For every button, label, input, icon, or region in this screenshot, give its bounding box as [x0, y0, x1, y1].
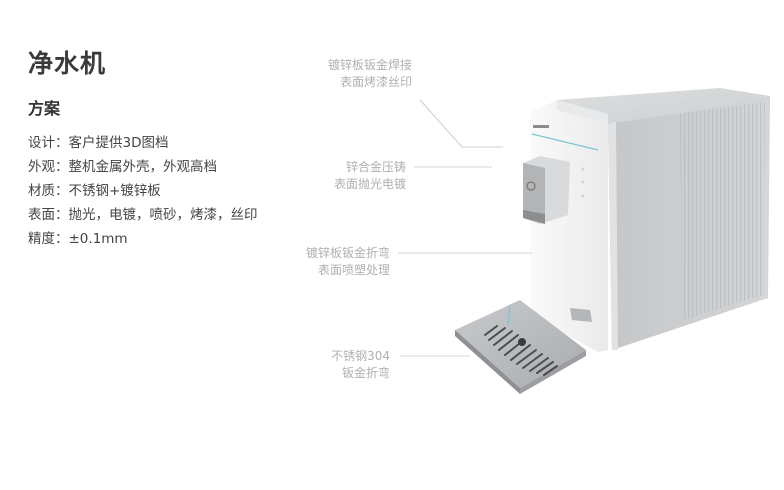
indicator-dot — [581, 194, 585, 198]
section-subtitle: 方案 — [28, 99, 61, 118]
callout-front-panel: 镀锌板钣金折弯 表面喷塑处理 — [306, 245, 390, 279]
spec-row-surface: 表面：抛光，电镀，喷砂，烤漆，丝印 — [28, 203, 258, 227]
callout-text: 表面喷塑处理 — [317, 263, 390, 277]
brand-logo — [533, 125, 549, 128]
indicator-dot — [581, 167, 585, 171]
callout-text: 表面抛光电镀 — [333, 177, 406, 191]
housing-foot — [570, 308, 592, 322]
callout-text: 镀锌板钣金折弯 — [305, 246, 390, 260]
callout-text: 锌合金压铸 — [345, 160, 406, 174]
spec-value: 不锈钢+镀锌板 — [68, 183, 161, 199]
callout-text: 不锈钢304 — [331, 349, 390, 363]
spec-value: 整机金属外壳，外观高档 — [68, 159, 218, 175]
callout-text: 镀锌板钣金焊接 — [327, 58, 412, 72]
spec-value: 客户提供3D图档 — [68, 135, 169, 151]
spec-value: ±0.1mm — [68, 231, 128, 247]
callout-text: 表面烤漆丝印 — [339, 75, 412, 89]
spec-row-material: 材质：不锈钢+镀锌板 — [28, 179, 258, 203]
spec-label: 外观： — [28, 159, 69, 175]
spec-value: 抛光，电镀，喷砂，烤漆，丝印 — [68, 207, 258, 223]
callout-drip-tray: 不锈钢304 钣金折弯 — [331, 348, 390, 382]
indicator-dot — [581, 180, 585, 184]
page-title: 净水机 — [28, 49, 107, 78]
spec-row-design: 设计：客户提供3D图档 — [28, 131, 258, 155]
callout-text: 钣金折弯 — [341, 366, 390, 380]
drain-hole — [518, 338, 526, 346]
spec-label: 精度： — [28, 231, 69, 247]
spec-row-precision: 精度：±0.1mm — [28, 227, 258, 251]
metal-housing-top — [557, 88, 770, 124]
faucet-button-icon — [526, 181, 536, 191]
callout-top-housing: 镀锌板钣金焊接 表面烤漆丝印 — [328, 57, 412, 91]
white-front-body — [530, 100, 608, 352]
accent-line — [531, 133, 599, 151]
callout-line-1 — [419, 99, 503, 148]
spec-list: 设计：客户提供3D图档 外观：整机金属外壳，外观高档 材质：不锈钢+镀锌板 表面… — [28, 131, 258, 251]
spec-label: 材质： — [28, 183, 69, 199]
spec-label: 表面： — [28, 207, 69, 223]
spec-row-appearance: 外观：整机金属外壳，外观高档 — [28, 155, 258, 179]
metal-side-panel — [608, 100, 770, 350]
spec-label: 设计： — [28, 135, 69, 151]
water-stream — [507, 304, 511, 326]
faucet-head — [523, 156, 570, 224]
callout-faucet: 锌合金压铸 表面抛光电镀 — [334, 159, 406, 193]
drip-tray — [455, 300, 586, 394]
